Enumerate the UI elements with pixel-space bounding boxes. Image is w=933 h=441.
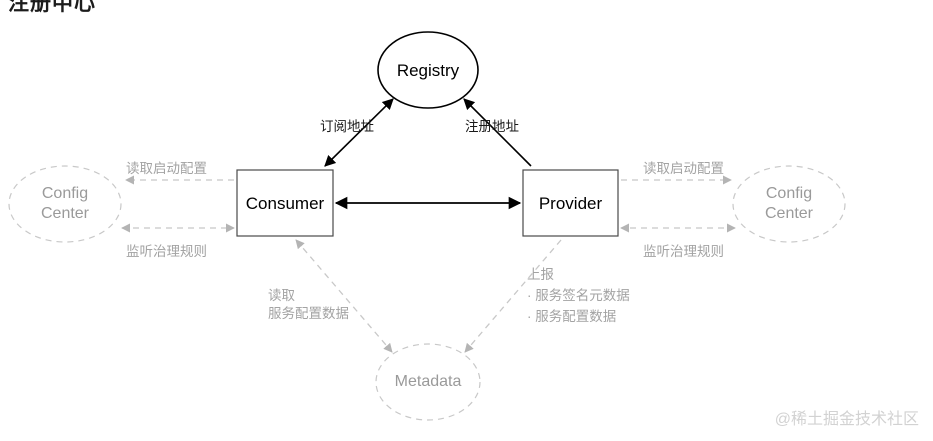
node-config-center-left-shape xyxy=(8,165,122,243)
edge-label-provider-watch-rules: 监听治理规则 xyxy=(643,244,724,259)
clipped-heading: 注册中心 xyxy=(8,0,96,15)
edge-label-provider-read-config: 读取启动配置 xyxy=(643,161,724,176)
edge-consumer-subscribe-registry xyxy=(324,98,394,167)
edge-label-register-address: 注册地址 xyxy=(465,119,519,134)
watermark: @稀土掘金技术社区 xyxy=(774,411,919,428)
edge-provider-report-metadata xyxy=(464,239,562,353)
node-config-center-right-shape xyxy=(732,165,846,243)
edge-label-consumer-watch-rules: 监听治理规则 xyxy=(126,244,207,259)
edge-consumer-read-metadata xyxy=(295,239,393,353)
edge-label-provider-report-metadata: 上报 · 服务签名元数据 · 服务配置数据 xyxy=(527,267,630,324)
edge-label-consumer-read-metadata: 读取 服务配置数据 xyxy=(268,288,349,322)
node-metadata-shape xyxy=(375,343,481,421)
node-provider-shape xyxy=(522,169,619,237)
node-consumer-shape xyxy=(236,169,334,237)
edge-label-consumer-read-config: 读取启动配置 xyxy=(126,161,207,176)
edge-label-subscribe-address: 订阅地址 xyxy=(320,119,374,134)
node-registry-shape xyxy=(377,31,479,109)
edge-provider-register-registry xyxy=(463,98,532,167)
